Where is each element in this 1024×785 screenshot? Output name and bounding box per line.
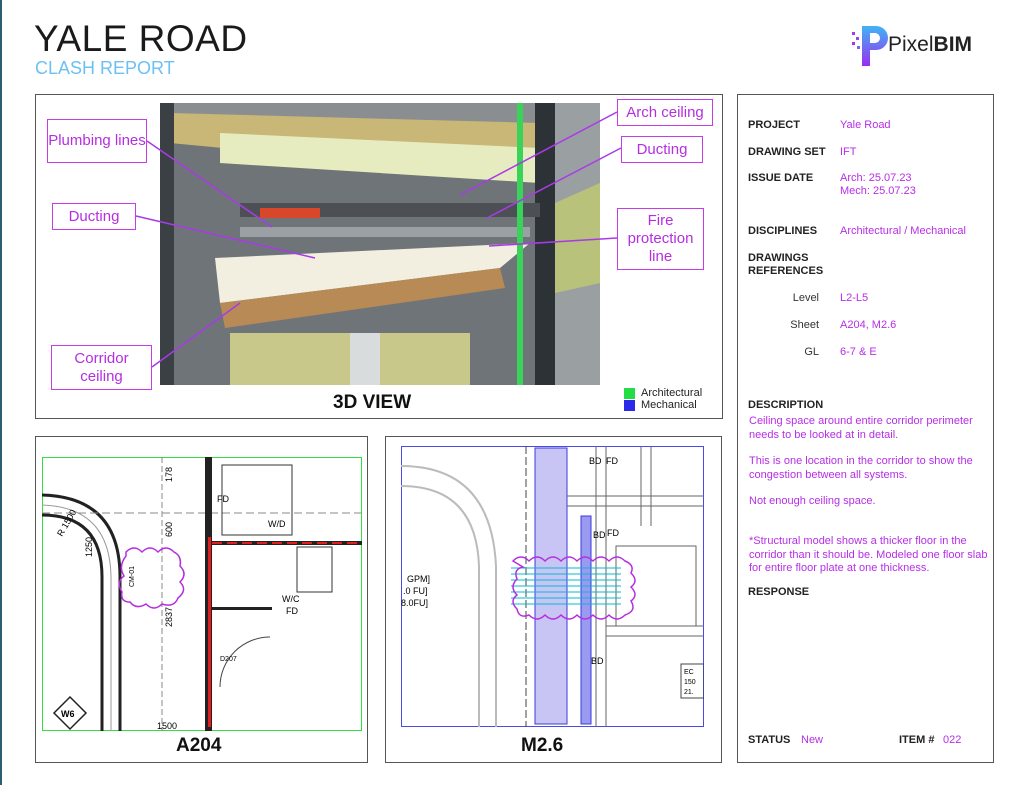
- svg-text:EC: EC: [684, 669, 694, 676]
- sheet-label: Sheet: [790, 319, 819, 331]
- project-label: PROJECT: [748, 119, 800, 131]
- legend-swatch: [624, 387, 635, 399]
- response-label: RESPONSE: [748, 586, 810, 598]
- status-label: STATUS: [748, 734, 791, 746]
- a204-caption: A204: [176, 735, 222, 756]
- references-label: DRAWINGS: [748, 252, 809, 264]
- svg-text:BD: BD: [589, 456, 602, 466]
- issue-date-label: ISSUE DATE: [748, 172, 814, 184]
- disciplines-label: DISCIPLINES: [748, 225, 818, 237]
- description-label: DESCRIPTION: [748, 399, 824, 411]
- svg-text:8.0FU]: 8.0FU]: [401, 598, 428, 608]
- page-edge: [0, 0, 2, 785]
- legend-swatch: [624, 399, 635, 411]
- 3d-view-image: [160, 103, 600, 385]
- svg-text:W6: W6: [61, 709, 75, 719]
- svg-text:FD: FD: [606, 456, 618, 466]
- svg-text:FD: FD: [217, 494, 229, 504]
- 3d-view-caption: 3D VIEW: [333, 392, 412, 413]
- callout-corridor-ceiling: Corridor ceiling: [51, 345, 152, 390]
- svg-text:21.: 21.: [684, 689, 694, 696]
- svg-text:D207: D207: [220, 656, 237, 663]
- description-p4: *Structural model shows a thicker floor …: [749, 535, 988, 574]
- level-label: Level: [792, 292, 819, 304]
- svg-text:150: 150: [684, 679, 696, 686]
- description-p1: Ceiling space around entire corridor per…: [749, 415, 973, 441]
- svg-text:FD: FD: [607, 528, 619, 538]
- svg-text:.0 FU]: .0 FU]: [403, 586, 428, 596]
- project-value: Yale Road: [840, 119, 891, 131]
- page-title: YALE ROAD: [34, 18, 248, 59]
- svg-text:BD: BD: [593, 530, 606, 540]
- callout-ducting-right: Ducting: [621, 136, 703, 163]
- description-p2: This is one location in the corridor to …: [749, 455, 973, 481]
- svg-text:BD: BD: [591, 656, 604, 666]
- svg-text:W/C: W/C: [282, 594, 300, 604]
- pixelbim-logo: [852, 26, 888, 66]
- sheet-value: A204, M2.6: [840, 319, 897, 331]
- issue-date-mech: Mech: 25.07.23: [840, 185, 916, 197]
- svg-text:GPM]: GPM]: [407, 574, 430, 584]
- svg-text:1500: 1500: [157, 721, 177, 731]
- callout-arch-ceiling: Arch ceiling: [617, 99, 713, 126]
- gl-value: 6-7 & E: [840, 346, 877, 358]
- svg-text:1250: 1250: [84, 537, 94, 557]
- logo-text: PixelBIM: [888, 33, 973, 56]
- svg-text:2837: 2837: [164, 607, 174, 627]
- item-label: ITEM #: [899, 734, 935, 746]
- callout-fire-protection-line: Fire protection line: [617, 208, 704, 270]
- svg-text:W/D: W/D: [268, 519, 286, 529]
- references-label-2: REFERENCES: [748, 265, 824, 277]
- callout-plumbing-lines: Plumbing lines: [47, 119, 147, 163]
- page-subtitle: CLASH REPORT: [35, 58, 175, 78]
- level-value: L2-L5: [840, 292, 869, 304]
- svg-text:178: 178: [164, 467, 174, 482]
- info-panel: [737, 94, 994, 763]
- legend: Architectural Mechanical: [624, 387, 702, 411]
- disciplines-value: Architectural / Mechanical: [840, 225, 966, 237]
- gl-label: GL: [804, 346, 819, 358]
- svg-text:CM-01: CM-01: [129, 566, 136, 587]
- callout-ducting-left: Ducting: [52, 203, 136, 230]
- status-value: New: [801, 734, 824, 746]
- drawing-set-label: DRAWING SET: [748, 146, 826, 158]
- item-value: 022: [943, 734, 962, 746]
- a204-drawing: R 1500 1250 600 2837 178 1500 FD W/D W/C…: [42, 457, 362, 731]
- legend-item-architectural: Architectural: [624, 387, 702, 399]
- legend-item-mechanical: Mechanical: [624, 399, 702, 411]
- svg-text:FD: FD: [286, 606, 298, 616]
- issue-date-arch: Arch: 25.07.23: [840, 172, 912, 184]
- svg-text:600: 600: [164, 522, 174, 537]
- description-p3: Not enough ceiling space.: [749, 495, 876, 507]
- m26-drawing: BD FD BD FD BD GPM] .0 FU] 8.0FU] EC 150…: [401, 446, 704, 727]
- m26-caption: M2.6: [521, 735, 564, 756]
- drawing-set-value: IFT: [840, 146, 857, 158]
